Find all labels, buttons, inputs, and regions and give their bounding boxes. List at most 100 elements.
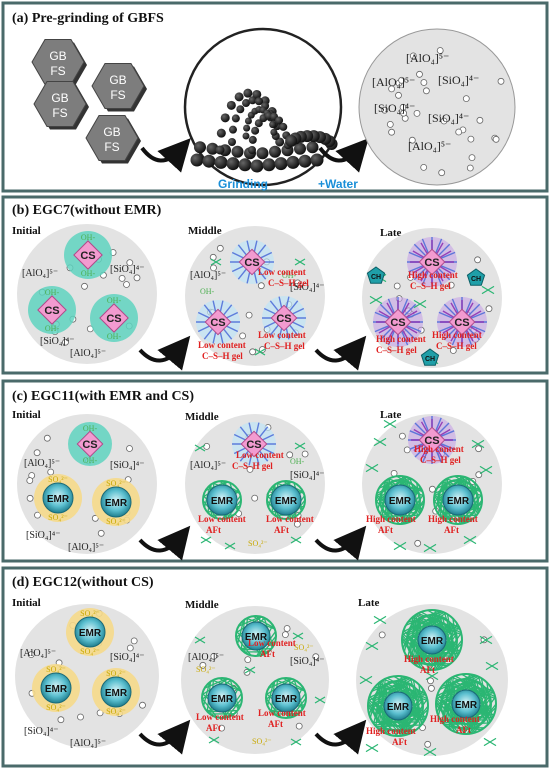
cs-particle [37, 295, 67, 325]
ion-dot [27, 651, 35, 658]
aft-shell-ring [411, 619, 453, 661]
ion-dot [424, 740, 432, 748]
ion-dot [293, 520, 301, 528]
ion-dot [422, 87, 430, 95]
ion-dot [26, 494, 34, 502]
d-late-high-aft-3a: High content [430, 714, 480, 724]
cs-label: CS [106, 313, 121, 325]
so4-label-top: SO₄²⁻ [46, 665, 66, 674]
aft-needle [290, 738, 302, 746]
ion-dot [57, 716, 65, 724]
grinding-ball [244, 117, 252, 125]
emr-label: EMR [105, 688, 128, 699]
cs-particle [448, 308, 476, 336]
b-mid-low-csh-3a: Low content [258, 330, 306, 340]
d-ion-alo4-2: [AlO₄]⁵⁻ [70, 738, 106, 749]
cs-particle [240, 430, 268, 458]
emr-label: EMR [79, 628, 102, 639]
c-ion-sio4-2: [SiO₄]⁴⁻ [26, 530, 60, 541]
d-mid-so4-2: SO₄²⁻ [196, 665, 216, 674]
ion-dot [249, 348, 257, 356]
panel-b: (b) EGC7(without EMR) Initial Middle Lat… [1, 195, 549, 375]
ion-dot [420, 163, 428, 171]
ion-dot [466, 164, 474, 172]
ion-dot [210, 264, 217, 272]
c-late-high-csh-a: High content [414, 444, 464, 454]
panel-b-middle: Middle [188, 225, 222, 237]
ion-dot [218, 724, 226, 732]
panel-c-initial: Initial [12, 409, 41, 421]
c-late-high-aft-2b: AFt [444, 525, 459, 535]
ion-dot [436, 47, 444, 54]
emr-particle [42, 482, 74, 514]
grinding-ball [310, 153, 324, 167]
b-mid-low-csh-3b: C–S–H gel [264, 341, 305, 351]
ion-dot [91, 514, 99, 522]
cs-particle [270, 304, 298, 332]
panel-a-title: (a) Pre-grinding of GBFS [12, 11, 164, 26]
ion-dots-a [381, 47, 505, 177]
cs-particle [73, 240, 103, 270]
cs-label: CS [80, 250, 95, 262]
oh-label-bottom: OH- [107, 332, 122, 341]
cs-particle [418, 248, 446, 276]
grinding-ball [243, 124, 251, 132]
grinding-ball [194, 141, 206, 154]
panel-b-title: (b) EGC7(without EMR) [12, 203, 162, 218]
ion-dot [62, 338, 69, 346]
ion-dot [139, 701, 146, 709]
aft-needle [481, 285, 495, 295]
ion-dot [33, 449, 41, 457]
aft-shell-ring [379, 479, 421, 521]
aft-needle [479, 465, 493, 475]
grinding-ball [274, 157, 288, 171]
emr-particle [207, 683, 237, 713]
ion-dot [47, 468, 55, 476]
ion-dot [403, 446, 411, 454]
gbfs-label-bottom: FS [50, 64, 65, 78]
cs-label: CS [210, 317, 225, 329]
gbfs-hexagon [91, 63, 145, 109]
emr-particle [74, 616, 106, 648]
aft-needle [254, 348, 266, 356]
ion-dot [26, 477, 34, 484]
emr-particle [384, 484, 416, 516]
emr-label: EMR [421, 636, 444, 647]
grinding-ball [226, 157, 240, 171]
emr-particle [271, 683, 301, 713]
aft-shell-ring [401, 609, 463, 671]
ion-dot [245, 311, 253, 319]
cs-particle [238, 248, 266, 276]
grinding-ball [190, 153, 204, 167]
ch-label: CH [371, 274, 381, 281]
panel-d-late: Late [358, 597, 380, 609]
panel-c-title: (c) EGC11(with EMR and CS) [12, 389, 194, 404]
oh-label-top: OH- [81, 233, 96, 242]
ion-dot [126, 644, 134, 652]
panel-b-initial: Initial [12, 225, 41, 237]
oh-label-bottom: OH- [45, 324, 60, 333]
aft-needle [294, 442, 306, 450]
aft-shell-needle [441, 675, 477, 688]
emr-particle [417, 625, 447, 655]
aft-shell-ring [433, 475, 483, 525]
d-mid-ion-sio4: [SiO₄]⁴⁻ [290, 656, 324, 667]
oh-label-top: OH- [45, 288, 60, 297]
ion-dot [295, 722, 303, 730]
b-mid-oh-1: OH- [200, 287, 215, 296]
arrow-c1 [138, 525, 191, 561]
grinding-ball [214, 155, 228, 169]
ion-dot [455, 128, 463, 136]
ion-dot [283, 625, 291, 632]
grinding-ball [285, 134, 298, 147]
emr-label: EMR [47, 494, 70, 505]
so4-label-bottom: SO₄²⁻ [46, 703, 66, 712]
b-ion-sio4-1: [SiO₄]⁴⁻ [110, 264, 144, 275]
grinding-ball [262, 158, 276, 172]
ion-dot [126, 259, 134, 267]
grinding-ball [220, 113, 230, 123]
aft-needle [314, 696, 326, 704]
